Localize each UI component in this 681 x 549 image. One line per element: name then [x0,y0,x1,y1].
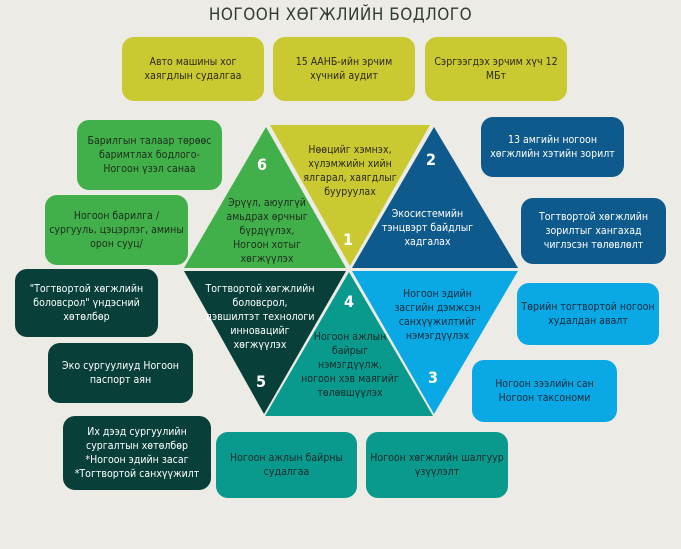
box-ministry-goals: 13 амгийн ногоон хөгжлийн хэтийн зорилт [481,117,624,177]
box-green-building: Ногоон барилга / сургууль, цэцэрлэг, ами… [45,195,188,265]
triangle-5 [184,271,346,414]
box-esd-program: "Тогтвортой хөгжлийн боловсрол" үндэсний… [15,269,158,337]
box-green-indicators: Ногоон хөгжлийн шалгуур үзүүлэлт [366,432,508,498]
box-energy-audit: 15 ААНБ-ийн эрчим хүчний аудит [273,37,415,101]
triangle-6 [184,127,346,268]
box-building-policy: Барилгын талаар төрөөс баримтлах бодлого… [77,120,222,190]
box-green-procurement: Төрийн тогтвортой ногоон худалдан авалт [517,283,659,345]
triangle-3-text: Ногоон эдийн засгийн дэмжсэн санхүүжилти… [394,288,481,342]
triangle-3 [352,271,518,414]
triangle-6-text: Эрүүл, аюулгүй амьдрах өрчныг бүрдүүлэх,… [226,197,308,265]
triangle-3-number: 3 [428,368,439,387]
triangle-1-text: Нөөцийг хэмнэх, хүлэмжийн хийн ялгарал, … [303,144,397,198]
triangle-1 [270,125,430,266]
box-green-jobs-study: Ногоон ажлын байрны судалгаа [216,432,357,498]
box-university-curriculum: Их дээд сургуулийн сургалтын хөтөлбөр *Н… [63,416,211,490]
triangle-5-text: Тогтвортой хөгжлийн боловсрол, дэвшилтэт… [205,283,315,351]
triangle-5-number: 5 [256,372,267,391]
box-green-finance: Ногоон зээлийн сан Ногоон таксономи [472,360,617,422]
page-title: НОГООН ХӨГЖЛИЙН БОДЛОГО [208,5,473,25]
triangle-2-number: 2 [426,150,437,169]
triangle-2-text: Экосистемийн тэнцвэрт байдлыг хадгалах [381,208,474,248]
triangle-2 [352,127,518,268]
box-renewable-energy: Сэргээгдэх эрчим хүч 12 МБт [425,37,567,101]
triangle-4-number: 4 [344,292,355,311]
triangle-4-text: Ногоон ажлын байрыг нэмэгдүүлж, ногоон х… [301,331,399,399]
box-sdg-planning: Тогтвортой хөгжлийн зорилтыг хангахад чи… [521,198,666,264]
box-eco-schools: Эко сургуулиуд Ногоон паспорт аян [48,343,193,403]
box-auto-waste-study: Авто машины хог хаягдлын судалгаа [122,37,264,101]
triangle-1-number: 1 [343,230,354,249]
triangle-6-number: 6 [257,155,268,174]
triangle-4 [265,272,433,416]
